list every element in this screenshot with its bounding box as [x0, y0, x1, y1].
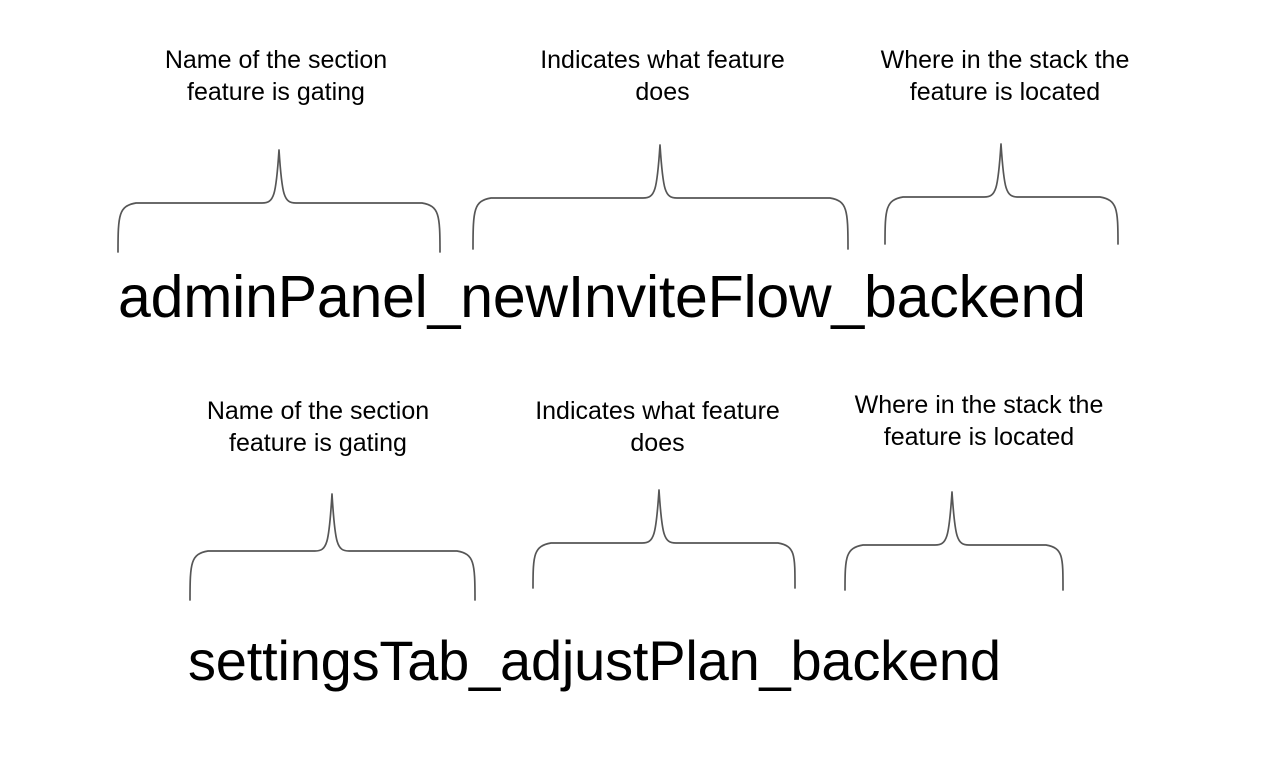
caption-row2-behavior: Indicates what feature does [509, 395, 806, 459]
brace-row1-behavior [472, 144, 849, 250]
caption-row1-section: Name of the section feature is gating [145, 44, 407, 108]
caption-line: Where in the stack the [854, 391, 1104, 419]
caption-line: feature is located [909, 78, 1101, 106]
caption-line: feature is located [883, 423, 1075, 451]
brace-row1-layer [884, 143, 1119, 245]
caption-row1-layer: Where in the stack the feature is locate… [855, 44, 1155, 108]
caption-row2-section: Name of the section feature is gating [187, 395, 449, 459]
caption-line: does [630, 429, 685, 457]
brace-row2-layer [844, 491, 1064, 591]
caption-row1-behavior: Indicates what feature does [514, 44, 811, 108]
brace-row1-section [117, 149, 441, 253]
caption-line: Where in the stack the [880, 46, 1130, 74]
caption-line: does [635, 78, 690, 106]
caption-line: Name of the section [164, 46, 388, 74]
caption-line: feature is gating [229, 429, 407, 457]
caption-line: feature is gating [187, 78, 365, 106]
caption-line: Indicates what feature [540, 46, 785, 74]
caption-row2-layer: Where in the stack the feature is locate… [829, 389, 1129, 453]
caption-line: Name of the section [206, 397, 430, 425]
brace-row2-section [189, 493, 476, 601]
feature-flag-string-row2: settingsTab_adjustPlan_backend [188, 629, 1001, 692]
caption-line: Indicates what feature [535, 397, 780, 425]
feature-flag-string-row1: adminPanel_newInviteFlow_backend [118, 264, 1086, 330]
brace-row2-behavior [532, 489, 796, 589]
